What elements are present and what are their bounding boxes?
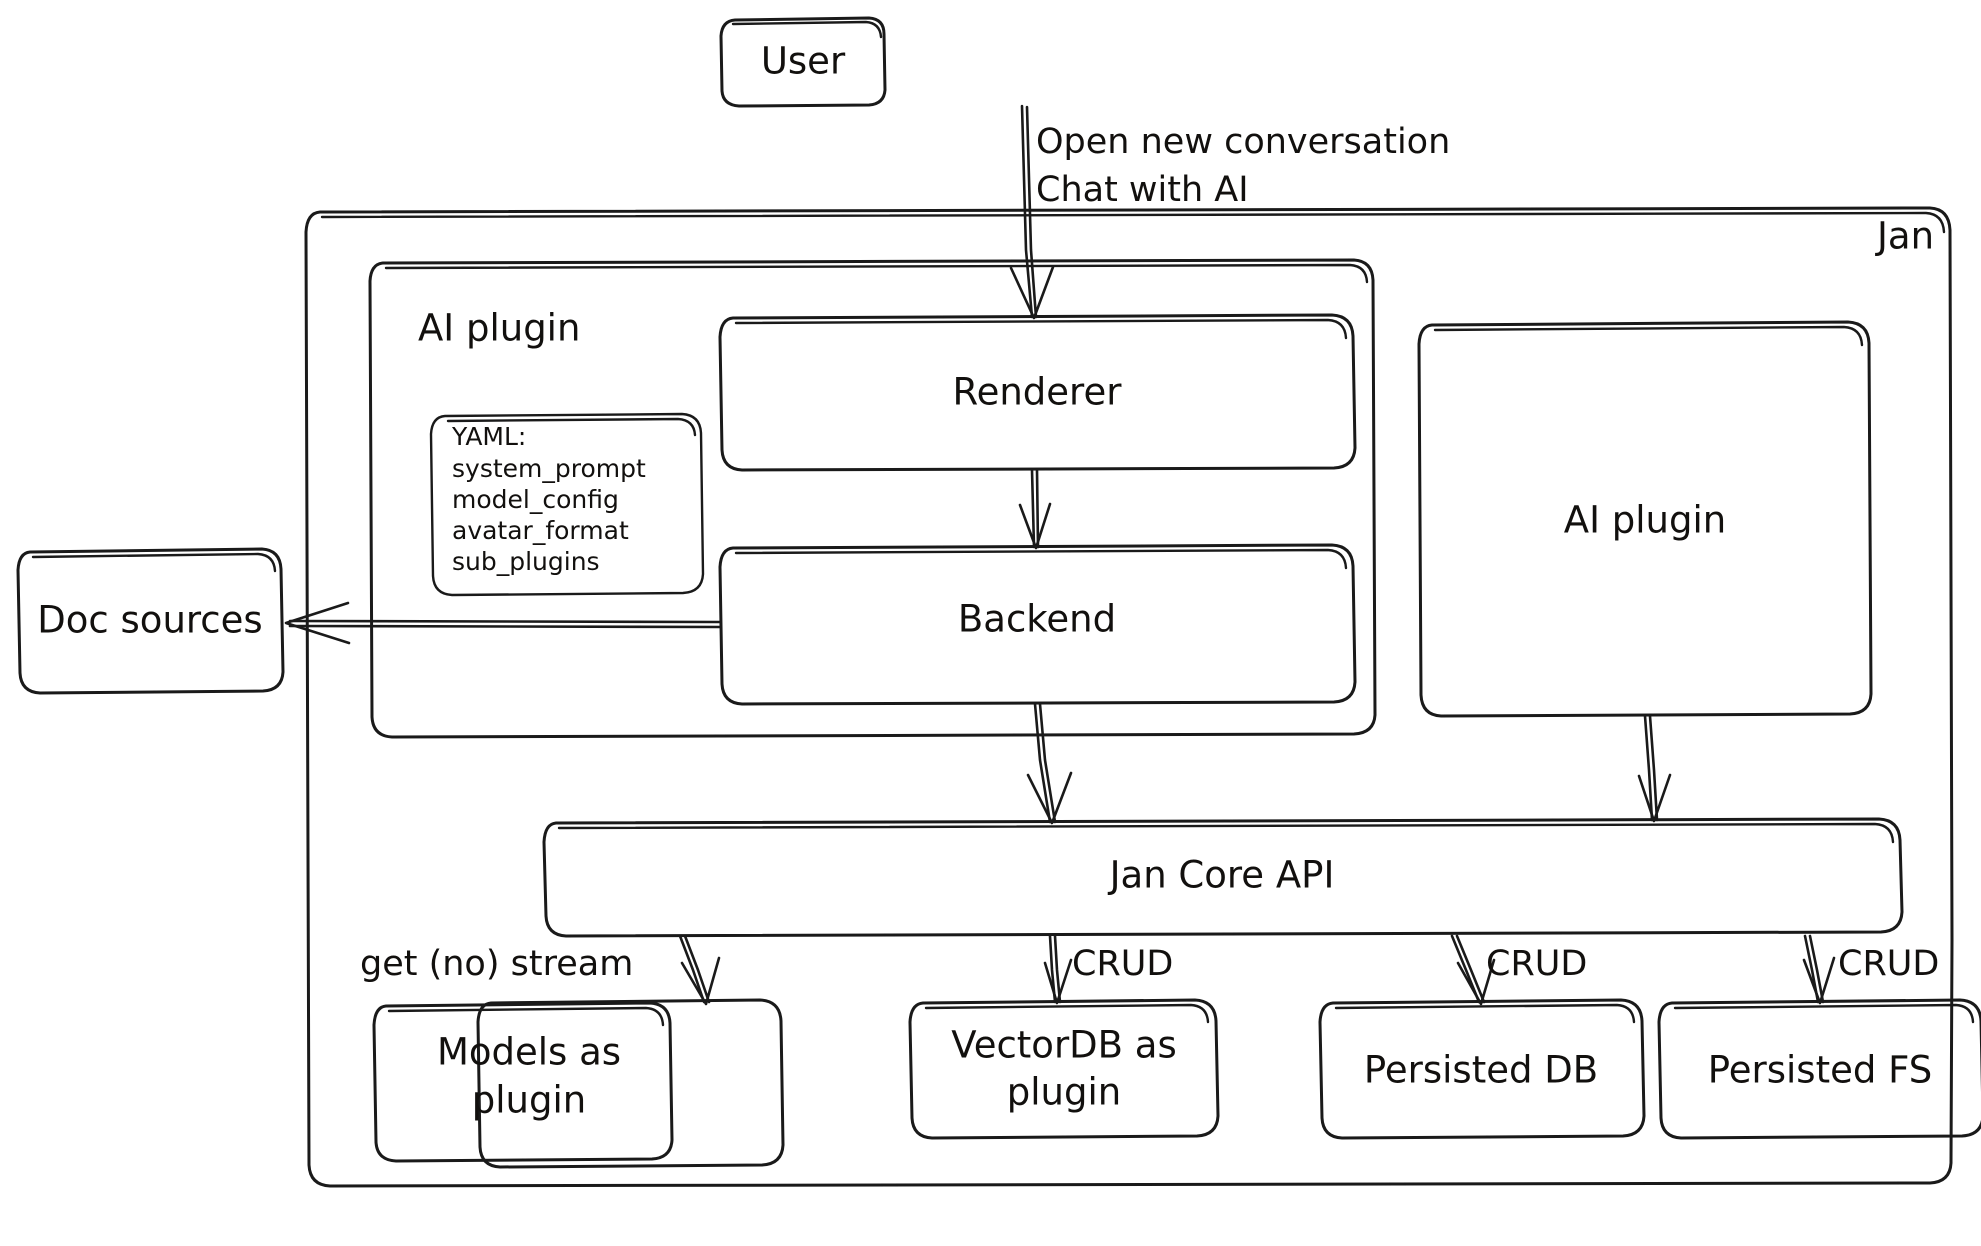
edge-core-to-vectordb-label: CRUD: [1072, 944, 1173, 984]
edge-user-to-renderer-label-line1: Open new conversation: [1036, 122, 1450, 162]
node-ai-plugin-label: AI plugin: [1564, 499, 1726, 542]
node-models-plugin[interactable]: Models as plugin: [372, 998, 785, 1169]
edge-ai-plugin-to-core: [1637, 714, 1672, 823]
edge-user-to-renderer: Open new conversation Chat with AI: [1009, 104, 1450, 320]
node-models-plugin-line1: Models as: [437, 1031, 621, 1074]
edge-core-to-db-label: CRUD: [1486, 944, 1587, 984]
edge-core-to-models: get (no) stream: [360, 934, 721, 1006]
node-backend-label: Backend: [958, 598, 1116, 641]
edge-core-to-fs-label: CRUD: [1838, 944, 1939, 984]
node-user[interactable]: User: [719, 16, 887, 108]
edge-core-to-models-label: get (no) stream: [360, 944, 633, 984]
edge-renderer-to-backend: [1018, 468, 1052, 550]
edge-core-to-db: CRUD: [1450, 934, 1587, 1006]
node-persisted-db-label: Persisted DB: [1364, 1049, 1598, 1092]
edge-core-to-vectordb: CRUD: [1043, 934, 1173, 1005]
yaml-line-3: avatar_format: [452, 516, 629, 545]
node-vectordb-plugin-line1: VectorDB as: [951, 1024, 1177, 1067]
yaml-line-1: system_prompt: [452, 454, 646, 483]
edge-core-to-fs: CRUD: [1802, 934, 1939, 1005]
edge-backend-to-doc-sources: [284, 601, 722, 645]
node-jan-core-api-label: Jan Core API: [1108, 854, 1335, 897]
node-yaml-note: YAML: system_prompt model_config avatar_…: [429, 412, 705, 597]
yaml-line-4: sub_plugins: [452, 547, 600, 576]
edge-backend-to-core: [1026, 702, 1073, 825]
node-renderer[interactable]: Renderer: [718, 313, 1357, 472]
group-jan-label: Jan: [1875, 215, 1934, 258]
node-doc-sources[interactable]: Doc sources: [16, 547, 285, 695]
group-ai-plugin-label: AI plugin: [418, 307, 580, 350]
yaml-line-0: YAML:: [451, 422, 526, 451]
node-persisted-db[interactable]: Persisted DB: [1318, 998, 1646, 1140]
node-persisted-fs[interactable]: Persisted FS: [1657, 998, 1981, 1140]
node-backend[interactable]: Backend: [718, 543, 1357, 706]
node-vectordb-plugin[interactable]: VectorDB as plugin: [908, 998, 1220, 1140]
group-ai-plugin: AI plugin: [368, 258, 1377, 739]
edge-user-to-renderer-label-line2: Chat with AI: [1036, 170, 1249, 210]
node-models-plugin-line2: plugin: [472, 1079, 586, 1122]
node-ai-plugin[interactable]: AI plugin: [1417, 320, 1873, 718]
node-vectordb-plugin-line2: plugin: [1007, 1071, 1121, 1114]
node-renderer-label: Renderer: [953, 371, 1123, 414]
node-jan-core-api[interactable]: Jan Core API: [542, 817, 1904, 938]
group-jan: Jan: [304, 206, 1954, 1188]
node-user-label: User: [761, 40, 846, 83]
node-doc-sources-label: Doc sources: [37, 599, 262, 642]
yaml-line-2: model_config: [452, 485, 619, 514]
node-persisted-fs-label: Persisted FS: [1708, 1049, 1932, 1092]
